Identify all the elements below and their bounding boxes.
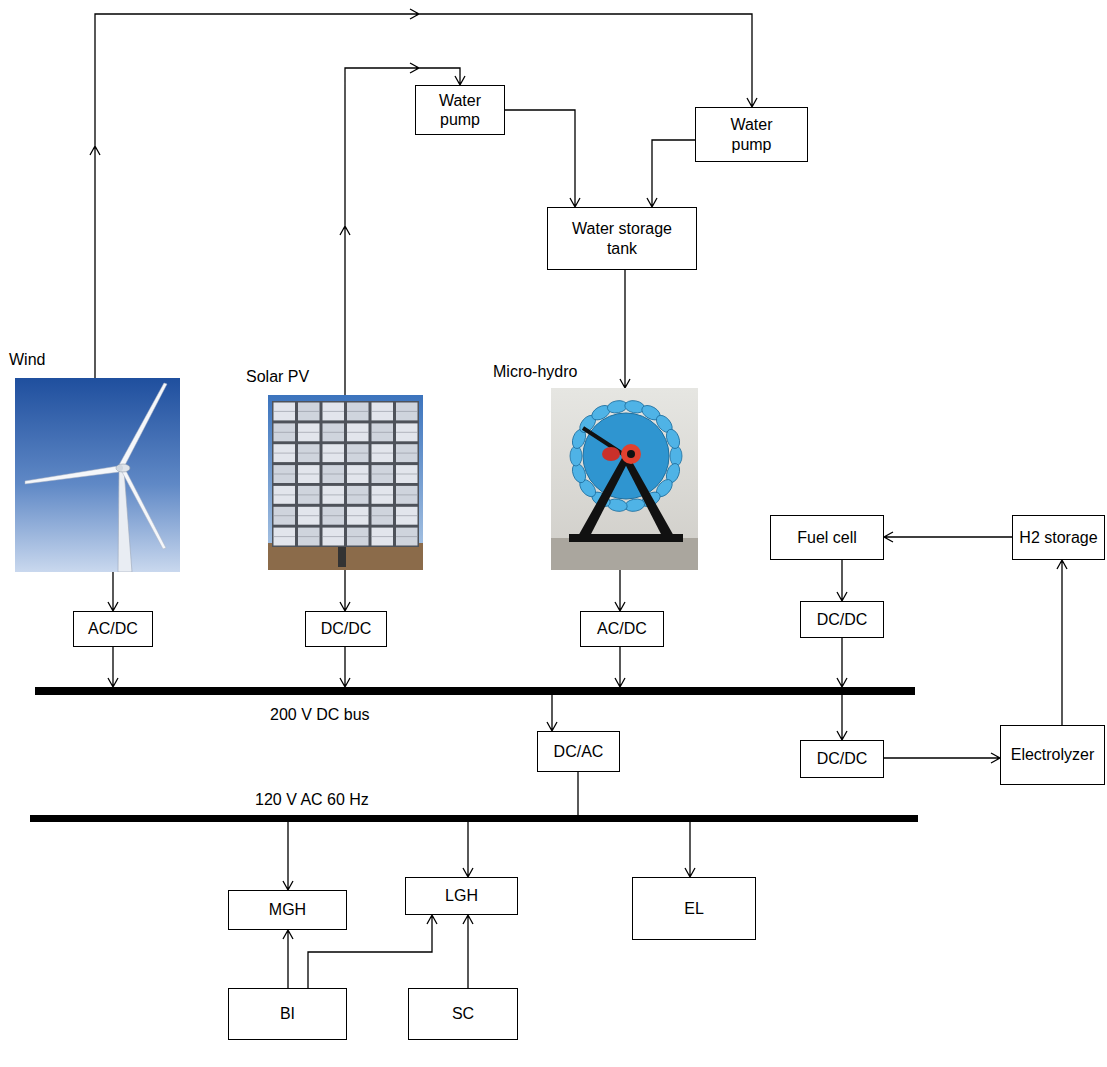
connector: [1057, 560, 1067, 725]
connector: [505, 110, 580, 207]
converter-box: AC/DC: [580, 611, 664, 647]
node-label: DC/DC: [817, 610, 868, 629]
bus-label: 200 V DC bus: [270, 705, 370, 724]
connector: [884, 753, 1000, 763]
source-picture: Solar PV: [268, 395, 423, 570]
node-label: H2 storage: [1019, 528, 1097, 547]
connector: [108, 572, 118, 611]
source-label: Wind: [9, 350, 45, 369]
node-label: Electrolyzer: [1011, 745, 1095, 764]
connector: [615, 570, 625, 611]
connector: [884, 532, 1012, 542]
connector: [837, 638, 847, 687]
source-picture: Micro-hydro: [551, 388, 698, 570]
solar-panel-picture: [268, 395, 423, 570]
node-label: SC: [452, 1004, 474, 1023]
source-picture: Wind: [15, 378, 180, 572]
node-label: Fuel cell: [797, 528, 857, 547]
converter-box: DC/DC: [305, 611, 387, 647]
source-label: Solar PV: [246, 367, 309, 386]
connector: [547, 695, 557, 731]
node-label: Water pump: [430, 91, 490, 129]
connector: [463, 915, 473, 988]
node-label: AC/DC: [597, 619, 647, 638]
connector: [647, 140, 695, 207]
connector: [463, 822, 473, 877]
load-box: EL: [632, 877, 756, 940]
connector: [340, 570, 350, 611]
node-label: AC/DC: [88, 619, 138, 638]
node-label: DC/DC: [817, 749, 868, 768]
node-label: EL: [684, 899, 704, 918]
connector: [283, 930, 293, 988]
wind-turbine-picture: [15, 378, 180, 572]
bus-label: 120 V AC 60 Hz: [255, 790, 369, 809]
storage-box: H2 storage: [1012, 515, 1105, 560]
node-label: MGH: [269, 900, 306, 919]
converter-box: DC/AC: [537, 731, 620, 772]
connector: [685, 822, 695, 877]
connector: [615, 647, 625, 687]
connector: [837, 560, 847, 601]
dc-bus-bar: 200 V DC bus: [35, 687, 915, 695]
process-box: Water storage tank: [547, 207, 697, 270]
load-box: MGH: [228, 890, 347, 930]
connector: [283, 822, 293, 890]
connector: [90, 9, 757, 378]
ac-bus-bar: 120 V AC 60 Hz: [30, 815, 918, 822]
connector: [108, 647, 118, 687]
converter-box: DC/DC: [800, 740, 884, 778]
process-box: Fuel cell: [770, 515, 884, 560]
connector: [620, 270, 630, 388]
node-label: BI: [280, 1004, 295, 1023]
process-box: Water pump: [695, 107, 808, 162]
node-label: Water storage tank: [563, 219, 681, 257]
converter-box: AC/DC: [73, 611, 153, 647]
source-box: BI: [228, 988, 347, 1040]
node-label: DC/DC: [321, 619, 372, 638]
source-box: SC: [408, 988, 518, 1040]
load-box: LGH: [405, 877, 518, 915]
node-label: Water pump: [722, 115, 782, 153]
converter-box: DC/DC: [800, 601, 884, 638]
source-label: Micro-hydro: [493, 362, 577, 381]
pelton-wheel-picture: [551, 388, 698, 570]
connector: [340, 647, 350, 687]
connector: [837, 695, 847, 740]
node-label: LGH: [445, 886, 478, 905]
process-box: Water pump: [415, 85, 505, 135]
connector: [577, 772, 578, 815]
node-label: DC/AC: [554, 742, 604, 761]
process-box: Electrolyzer: [1000, 725, 1105, 785]
